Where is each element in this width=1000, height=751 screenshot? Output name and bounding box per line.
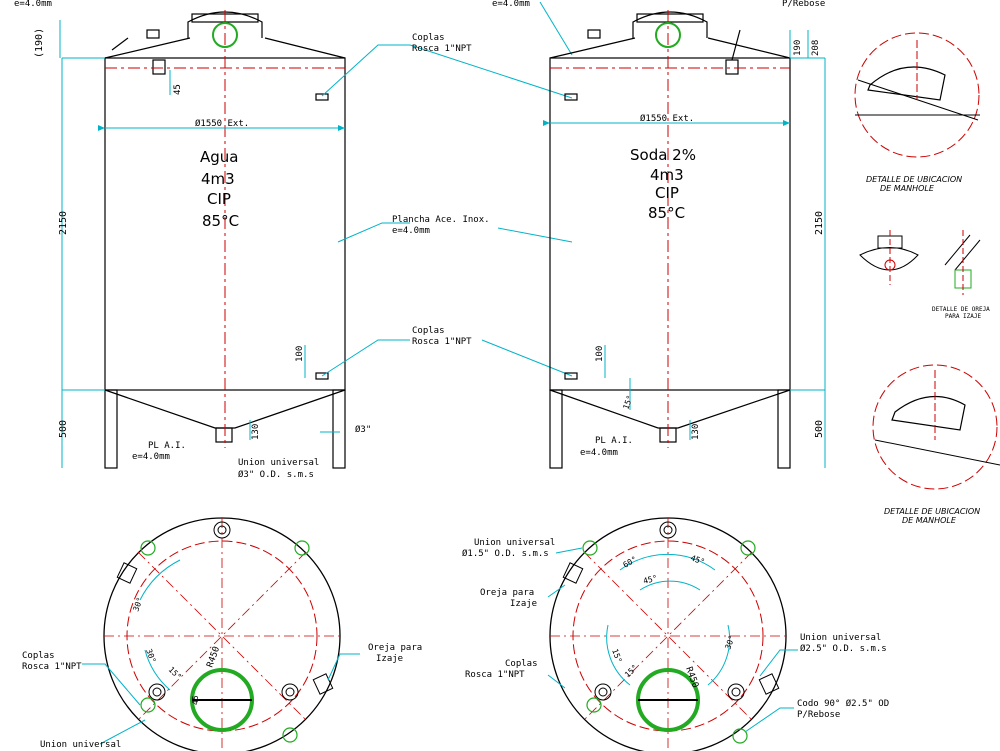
tank-mid-dim-190: 190 (793, 40, 803, 56)
tank-mid-temp: 85°C (648, 204, 685, 222)
plan-mid-angle-45a: 45° (689, 553, 706, 566)
plan-mid-angle-30: 30° (723, 634, 736, 651)
tank-left-outlet-dia: Ø3" (355, 424, 371, 435)
coplas-top-1: Coplas (412, 33, 445, 43)
plan-left-dim-45: 45 (191, 695, 200, 705)
tank-left-height-legs: 500 (58, 420, 69, 438)
plancha-1: Plancha Ace. Inox. (392, 215, 490, 225)
detail-manhole-2 (872, 364, 1000, 490)
plan-left-coplas-2: Rosca 1"NPT (22, 662, 82, 672)
top-left-label: e=4.0mm (14, 0, 52, 9)
plan-left-angle-15: 15° (167, 665, 184, 682)
plan-mid-leaders (547, 547, 798, 733)
tank-mid-height-legs: 500 (814, 420, 825, 438)
center-leaders (321, 1, 573, 377)
tank-mid-dim-100: 100 (595, 346, 605, 362)
tank-left-dim-130: 130 (251, 424, 261, 440)
plan-left (103, 517, 341, 751)
tank-left-volume: 4m3 (201, 170, 235, 188)
plan-left-coplas-1: Coplas (22, 651, 55, 661)
tank-mid-manhole-green (655, 22, 681, 48)
tank-left-union-2: Ø3" O.D. s.m.s (238, 469, 314, 480)
coplas-mid-1: Coplas (412, 326, 445, 336)
plan-mid-angle-45b: 45° (642, 573, 658, 585)
tank-mid-diameter: Ø1550 Ext. (640, 113, 694, 124)
tank-left-dim-100: 100 (295, 346, 305, 362)
coplas-top-2: Rosca 1"NPT (412, 44, 472, 54)
right-top-label: P/Rebose (782, 0, 825, 9)
tank-left-dimensions (59, 20, 345, 468)
detail-2-line2: PARA IZAJE (945, 313, 982, 320)
plan-mid-codo-1: Codo 90° Ø2.5" OD (797, 698, 889, 709)
plan-left-angle-30a: 30° (131, 596, 144, 613)
tank-left-roof (104, 37, 346, 59)
tank-left-dim-top: (190) (34, 28, 45, 58)
detail-2-line1: DETALLE DE OREJA (932, 306, 990, 313)
plan-mid (549, 517, 787, 751)
plan-left-leaders (82, 653, 360, 745)
tank-mid-process: CIP (655, 184, 679, 202)
tank-left-height-body: 2150 (58, 211, 69, 235)
tank-left-nozzle-c (315, 372, 329, 380)
tank-left-outlet (215, 427, 233, 443)
tank-mid-pl-1: PL A.I. (595, 436, 633, 446)
tank-left-diameter: Ø1550 Ext. (195, 118, 249, 129)
tank-left-nozzle-a (152, 59, 166, 75)
tank-left-leg-left (104, 389, 118, 469)
tank-mid-centerlines (550, 10, 790, 448)
tank-left-temp: 85°C (202, 212, 239, 230)
plan-mid-angle-60: 60° (622, 555, 639, 570)
plan-left-radius: R450 (205, 645, 222, 669)
plan-mid-oreja-2: Izaje (510, 599, 537, 609)
tank-left-union-1: Union universal (238, 458, 319, 468)
detail-3-line2: DE MANHOLE (902, 516, 957, 525)
tank-mid-volume: 4m3 (650, 166, 684, 184)
plan-left-union-1: Union universal (40, 740, 121, 750)
tank-left-centerlines (105, 10, 345, 448)
tank-mid-elevation (549, 11, 791, 469)
plan-mid-codo-2: P/Rebose (797, 710, 840, 720)
detail-lifting-lug (859, 230, 981, 295)
tank-left-content: Agua (200, 148, 238, 166)
detail-manhole-1 (854, 32, 980, 158)
plancha-2: e=4.0mm (392, 226, 430, 236)
tank-mid-dim-130: 130 (691, 424, 701, 440)
tank-left-elevation (104, 11, 346, 469)
plan-mid-union-r-2: Ø2.5" O.D. s.m.s (800, 643, 887, 654)
plan-mid-union-r-1: Union universal (800, 633, 881, 643)
tank-left-pl-2: e=4.0mm (132, 452, 170, 462)
tank-left-dim-45: 45 (173, 84, 183, 95)
plan-left-oreja-2: Izaje (376, 654, 403, 664)
coplas-mid-2: Rosca 1"NPT (412, 337, 472, 347)
tank-mid-dim-15: 15° (621, 394, 634, 411)
tank-mid-content: Soda 2% (630, 146, 696, 164)
plan-mid-union-top-2: Ø1.5" O.D. s.m.s (462, 548, 549, 559)
detail-1-line2: DE MANHOLE (880, 184, 935, 193)
plan-mid-angle-15b: 15° (623, 663, 640, 680)
plan-mid-union-top-1: Union universal (474, 538, 555, 548)
tank-mid-dim-208: 208 (811, 40, 821, 56)
plan-mid-coplas-2: Rosca 1"NPT (465, 670, 525, 680)
plan-mid-oreja-1: Oreja para (480, 588, 534, 598)
detail-1-line1: DETALLE DE UBICACION (866, 175, 962, 184)
detail-3-line1: DETALLE DE UBICACION (884, 507, 980, 516)
plan-mid-coplas-1: Coplas (505, 659, 538, 669)
tank-left-pl-1: PL A.I. (148, 441, 186, 451)
tank-left-vent (111, 37, 129, 51)
tank-left-leg-right (332, 389, 346, 469)
tank-mid-dimensions (543, 30, 826, 468)
plan-left-angle-30b: 30° (144, 648, 157, 665)
tank-mid-height-body: 2150 (814, 211, 825, 235)
tank-left-process: CIP (207, 190, 231, 208)
mid-top-label: e=4.0mm (492, 0, 530, 9)
tank-left-manhole-green (212, 22, 238, 48)
tank-left-nozzle-b (315, 93, 329, 101)
tank-mid-pl-2: e=4.0mm (580, 448, 618, 458)
tank-left-coupling-top (146, 29, 160, 39)
plan-left-oreja-1: Oreja para (368, 643, 422, 653)
